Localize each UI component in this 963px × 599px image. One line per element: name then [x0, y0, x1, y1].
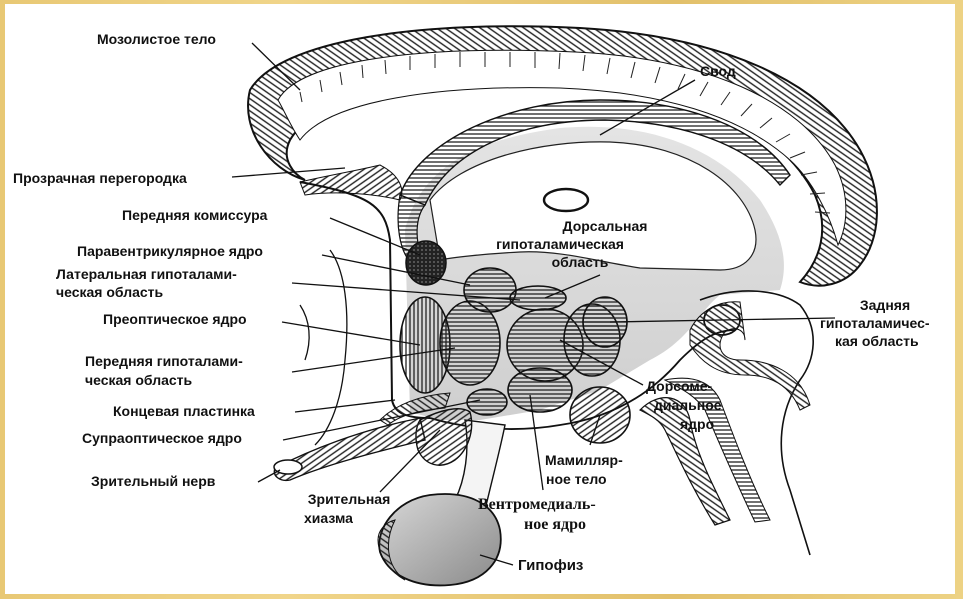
label-lateral-hypothalamic-area-1: Латеральная гипоталами-	[56, 266, 237, 283]
label-optic-chiasm-2: хиазма	[304, 510, 353, 527]
label-dorsal-hypothalamic-area-3: область	[520, 254, 640, 271]
label-dorsomedial-nucleus-2: диальное	[654, 397, 722, 414]
label-preoptic-nucleus: Преоптическое ядро	[103, 311, 247, 328]
label-pituitary: Гипофиз	[518, 557, 583, 574]
optic-nerve-tip	[274, 460, 302, 474]
label-posterior-hypothalamic-area-3: кая область	[835, 333, 919, 350]
label-ventromedial-nucleus-2: ное ядро	[505, 516, 605, 534]
left-brain-contour-2	[300, 305, 309, 360]
label-lamina-terminalis: Концевая пластинка	[113, 403, 255, 420]
label-mammillary-body-2: ное тело	[546, 471, 607, 488]
label-mammillary-body-1: Мамилляр-	[545, 452, 623, 469]
anterior-hypothalamic-area	[440, 301, 500, 385]
label-anterior-hypothalamic-area-2: ческая область	[85, 372, 192, 389]
label-posterior-hypothalamic-area-2: гипоталамичес-	[820, 315, 930, 332]
label-lateral-hypothalamic-area-2: ческая область	[56, 284, 163, 301]
label-fornix: Свод	[700, 63, 736, 80]
label-corpus-callosum: Мозолистое тело	[97, 31, 216, 48]
left-brain-contour	[315, 250, 347, 445]
label-anterior-commissure: Передняя комиссура	[122, 207, 267, 224]
ventromedial-nucleus	[508, 368, 572, 412]
label-paraventricular-nucleus: Паравентрикулярное ядро	[77, 243, 263, 260]
label-septum-pellucidum: Прозрачная перегородка	[13, 170, 187, 187]
label-optic-chiasm-1: Зрительная	[304, 491, 394, 508]
label-dorsomedial-nucleus-3: ядро	[680, 416, 714, 433]
label-ventromedial-nucleus-1: Вентромедиаль-	[478, 496, 596, 514]
label-dorsal-hypothalamic-area-1: Дорсальная	[540, 218, 670, 235]
label-posterior-hypothalamic-area-1: Задняя	[840, 297, 930, 314]
lateral-hypothalamic-area	[464, 268, 516, 312]
massa-intermedia	[544, 189, 588, 211]
label-dorsal-hypothalamic-area-2: гипоталамическая	[495, 236, 625, 253]
label-dorsomedial-nucleus-1: Дорсоме-	[646, 378, 712, 395]
label-supraoptic-nucleus: Супраоптическое ядро	[82, 430, 242, 447]
label-optic-nerve: Зрительный нерв	[91, 473, 215, 490]
paraventricular-nucleus	[510, 286, 566, 310]
label-anterior-hypothalamic-area-1: Передняя гипоталами-	[85, 353, 243, 370]
